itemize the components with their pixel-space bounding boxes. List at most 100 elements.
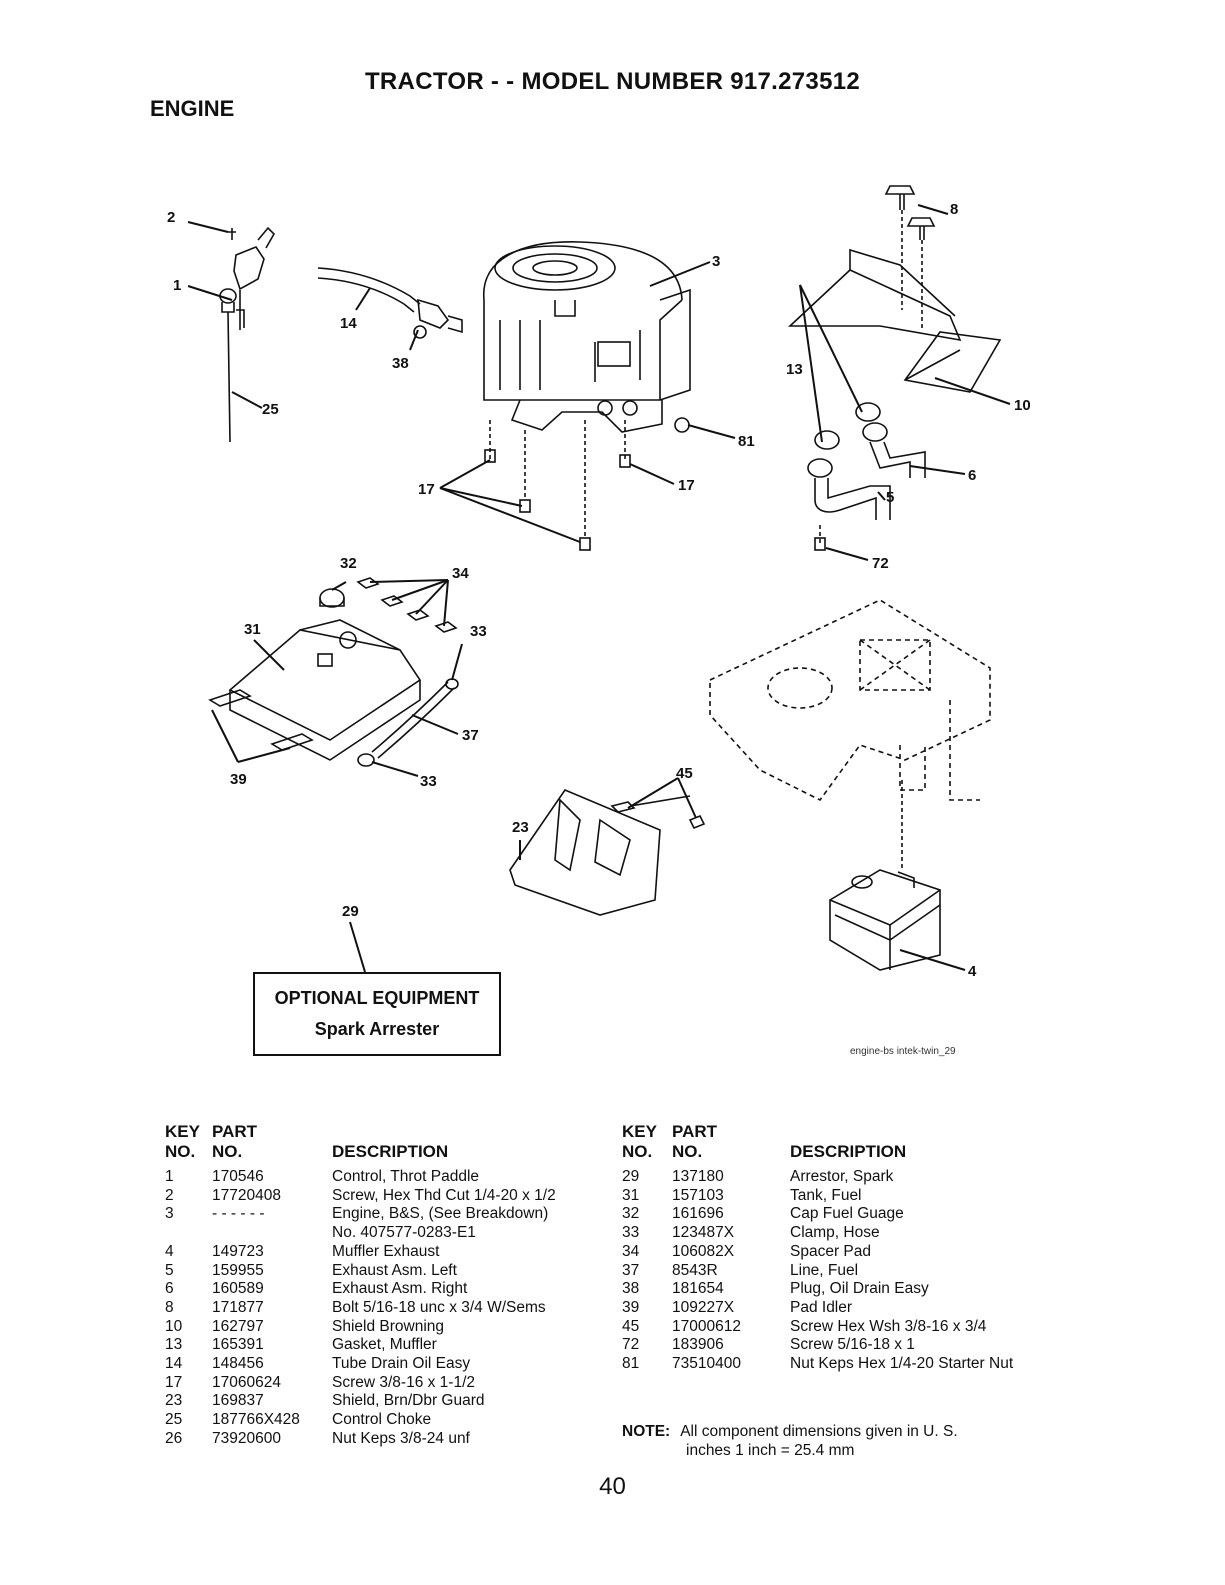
part-no-cell: 137180 (672, 1168, 724, 1185)
key-no-cell: 5 (165, 1261, 174, 1279)
description-cell: Engine, B&S, (See Breakdown) (332, 1205, 549, 1223)
description-cell: Screw 5/16-18 x 1 (790, 1336, 915, 1354)
part-no-cell: 73510400 (672, 1355, 741, 1373)
description-cell: Screw, Hex Thd Cut 1/4-20 x 1/2 (332, 1186, 556, 1204)
key-no-cell: 3 (165, 1205, 174, 1223)
fuel-tank-drawing (208, 577, 459, 767)
key-no-cell (165, 1224, 212, 1243)
callout-10: 10 (1014, 397, 1031, 414)
part-no-cell: 149723 (212, 1242, 264, 1260)
section-heading: ENGINE (150, 96, 235, 121)
description-cell: No. 407577-0283-E1 (332, 1224, 476, 1242)
part-no-cell: 181654 (672, 1280, 724, 1298)
engine-bolt-heads-drawing (484, 417, 690, 551)
table-header-row: NO. NO. DESCRIPTION (165, 1142, 556, 1162)
part-no-cell: 17720408 (212, 1186, 281, 1204)
part-no-cell: 106082X (672, 1242, 735, 1260)
callout-5: 5 (886, 489, 894, 506)
note-line-2: inches 1 inch = 25.4 mm (686, 1442, 855, 1459)
description-cell: Spacer Pad (790, 1242, 871, 1260)
callout-32: 32 (340, 555, 357, 572)
key-no-cell: 1 (165, 1168, 174, 1185)
callout-17-left: 17 (418, 481, 435, 498)
part-no-cell: 148456 (212, 1355, 264, 1373)
key-no-cell: 4 (165, 1242, 174, 1260)
key-no-cell: 72 (622, 1336, 640, 1354)
key-no-cell: 33 (622, 1224, 640, 1242)
table-row: 29 137180 Arrestor, Spark (622, 1168, 1013, 1187)
part-no-cell: 109227X (672, 1298, 735, 1316)
dimension-note: NOTE:All component dimensions given in U… (622, 1422, 958, 1460)
description-cell: Tank, Fuel (790, 1186, 862, 1204)
table-header-row: KEY PART (165, 1122, 556, 1142)
engine-drawing (483, 241, 691, 433)
key-no-cell: 6 (165, 1280, 174, 1298)
part-no-cell (212, 1224, 332, 1243)
part-no-cell: 17000612 (672, 1317, 741, 1335)
callout-33-lower: 33 (420, 773, 437, 790)
key-no-cell: 81 (622, 1355, 640, 1373)
part-no-cell: 159955 (212, 1261, 264, 1279)
engine-bolts-drawing (489, 420, 626, 538)
callout-13: 13 (786, 361, 803, 378)
exploded-parts-diagram: 2 1 25 14 38 3 8 13 10 81 6 17 17 5 72 3… (167, 185, 1031, 980)
key-no-cell: 34 (622, 1242, 640, 1260)
part-no-cell: 171877 (212, 1298, 264, 1316)
choke-control-drawing (219, 288, 237, 443)
key-no-cell: 25 (165, 1411, 183, 1429)
description-cell: Arrestor, Spark (790, 1168, 894, 1185)
callout-labels: 2 1 25 14 38 3 8 13 10 81 6 17 17 5 72 3… (167, 201, 1031, 980)
table-row: 5 159955 Exhaust Asm. Left (165, 1262, 556, 1281)
key-no-cell: 10 (165, 1317, 183, 1335)
description-cell: Exhaust Asm. Left (332, 1261, 457, 1279)
table-row: 3- - - - - -Engine, B&S, (See Breakdown) (165, 1205, 556, 1224)
key-header: KEY (165, 1122, 200, 1141)
key-no-cell: 14 (165, 1355, 183, 1373)
table-row: 34 106082X Spacer Pad (622, 1243, 1013, 1262)
part-no-cell: 165391 (212, 1336, 264, 1354)
table-row: No. 407577-0283-E1 (165, 1224, 556, 1243)
key-no-cell: 23 (165, 1392, 183, 1410)
description-cell: Control, Throt Paddle (332, 1168, 480, 1185)
key-no-cell: 29 (622, 1168, 640, 1185)
description-cell: Pad Idler (790, 1298, 853, 1316)
callout-81: 81 (738, 433, 755, 450)
description-cell: Gasket, Muffler (332, 1336, 437, 1354)
part-no-cell: 8543R (672, 1261, 718, 1279)
callout-8: 8 (950, 201, 958, 218)
callout-39: 39 (230, 771, 247, 788)
key-header: KEY (622, 1122, 657, 1141)
callout-31: 31 (244, 621, 261, 638)
part-header: PART (212, 1122, 258, 1141)
heat-guard-drawing (509, 789, 706, 916)
callout-72: 72 (872, 555, 889, 572)
note-label: NOTE: (622, 1423, 671, 1440)
callout-34: 34 (452, 565, 469, 582)
part-no-cell: 73920600 (212, 1429, 281, 1447)
part-no-cell: 170546 (212, 1168, 264, 1185)
callout-25: 25 (262, 401, 279, 418)
description-cell: Clamp, Hose (790, 1224, 880, 1242)
callout-29: 29 (342, 903, 359, 920)
table-row: 1 170546 Control, Throt Paddle (165, 1168, 556, 1187)
description-cell: Exhaust Asm. Right (332, 1280, 468, 1298)
description-cell: Nut Keps 3/8-24 unf (332, 1429, 470, 1447)
callout-14: 14 (340, 315, 357, 332)
callout-2: 2 (167, 209, 175, 226)
muffler-drawing (829, 780, 941, 971)
page-number: 40 (599, 1473, 626, 1500)
